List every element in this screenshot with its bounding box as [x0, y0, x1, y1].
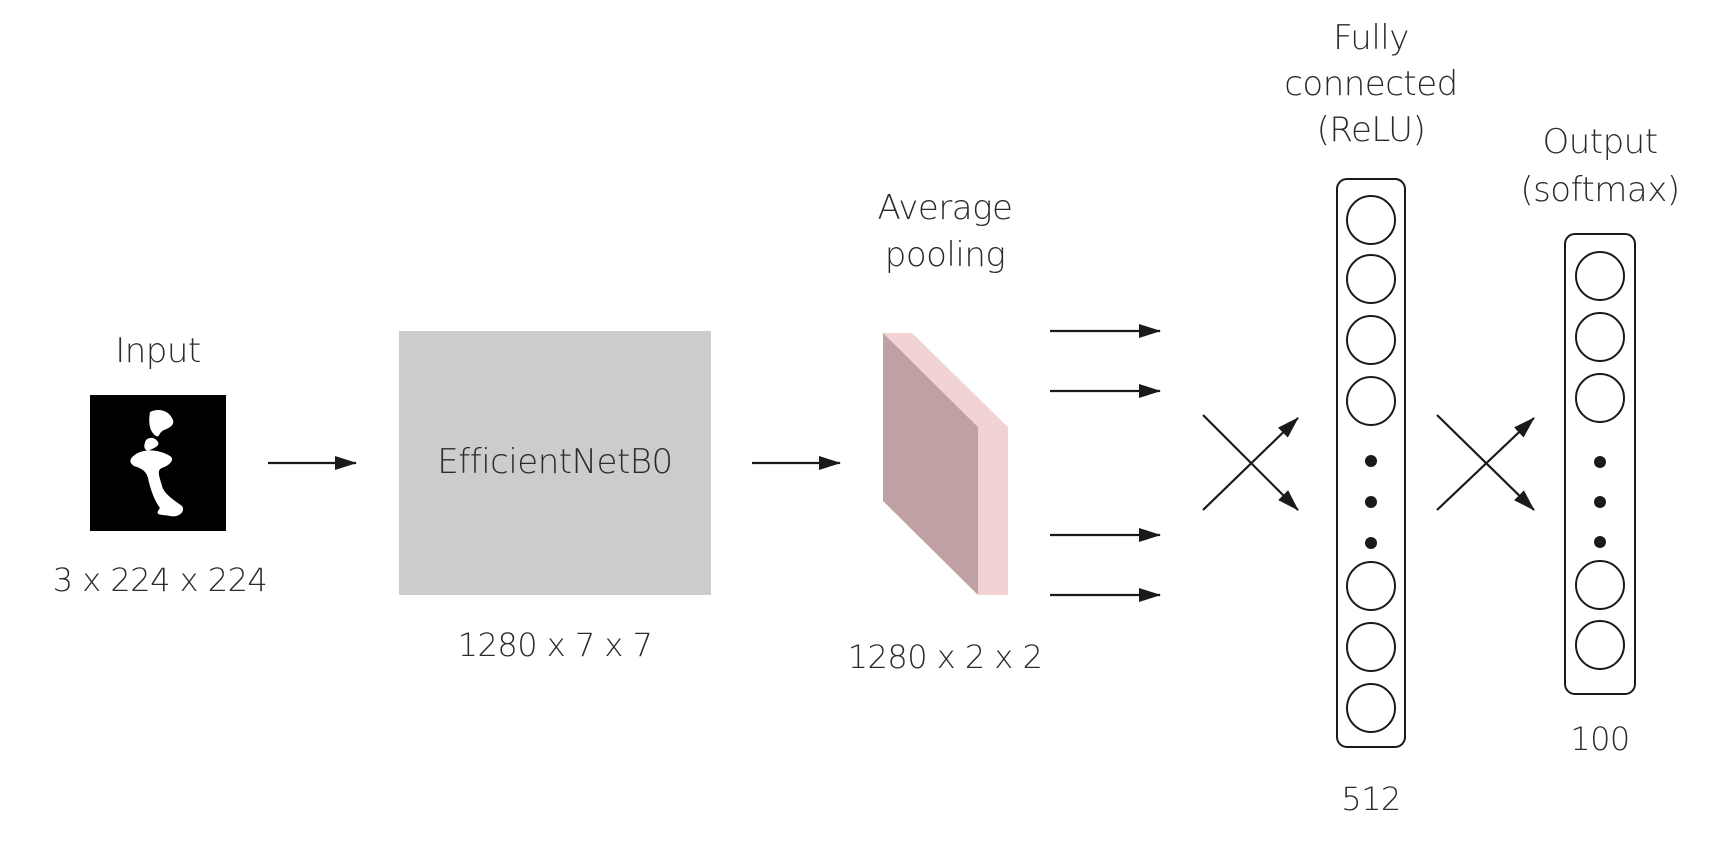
dense-ellipsis-dot [1365, 496, 1377, 508]
flatten-arrows [1050, 324, 1161, 602]
output-neuron [1575, 620, 1625, 670]
efficientnet-block [399, 331, 711, 595]
dense-neuron [1346, 315, 1396, 365]
output-neuron [1575, 560, 1625, 610]
dense-ellipsis-dot [1365, 537, 1377, 549]
dense-title-line2: connected [1284, 64, 1458, 104]
dense-ellipsis-dot [1365, 455, 1377, 467]
pooling-title-line1: Average [877, 188, 1013, 228]
output-ellipsis-dot [1594, 456, 1606, 468]
dense-neuron [1346, 254, 1396, 304]
output-title-line2: (softmax) [1520, 170, 1680, 210]
cross-arrow-down-1 [1202, 414, 1299, 511]
dense-layer-column [1336, 178, 1406, 748]
output-layer-column [1564, 233, 1636, 695]
input-dims-label: 3 x 224 x 224 [52, 561, 268, 599]
pooling-title-line2: pooling [884, 235, 1006, 275]
backbone-dims-label: 1280 x 7 x 7 [457, 626, 653, 664]
output-title-line1: Output [1542, 122, 1658, 162]
output-ellipsis-dot [1594, 496, 1606, 508]
dense-connections-1 [1202, 414, 1299, 511]
dense-neuron [1346, 376, 1396, 426]
input-image [90, 395, 226, 531]
dense-title-line1: Fully [1333, 18, 1409, 58]
dense-title-line3: (ReLU) [1316, 110, 1426, 150]
backbone-name: EfficientNetB0 [437, 442, 673, 482]
dense-neuron [1346, 683, 1396, 733]
output-units-label: 100 [1570, 720, 1630, 758]
output-neuron [1575, 373, 1625, 423]
dense-neuron [1346, 561, 1396, 611]
dense-units-label: 512 [1341, 780, 1401, 818]
dense-neuron [1346, 622, 1396, 672]
pooling-dims-label: 1280 x 2 x 2 [847, 638, 1043, 676]
dense-connections-2 [1436, 414, 1535, 511]
pooling-slab [883, 333, 1008, 595]
dense-neuron [1346, 195, 1396, 245]
cross-arrow-down-2 [1436, 414, 1535, 511]
output-ellipsis-dot [1594, 536, 1606, 548]
output-neuron [1575, 251, 1625, 301]
input-title: Input [115, 331, 201, 371]
output-neuron [1575, 312, 1625, 362]
